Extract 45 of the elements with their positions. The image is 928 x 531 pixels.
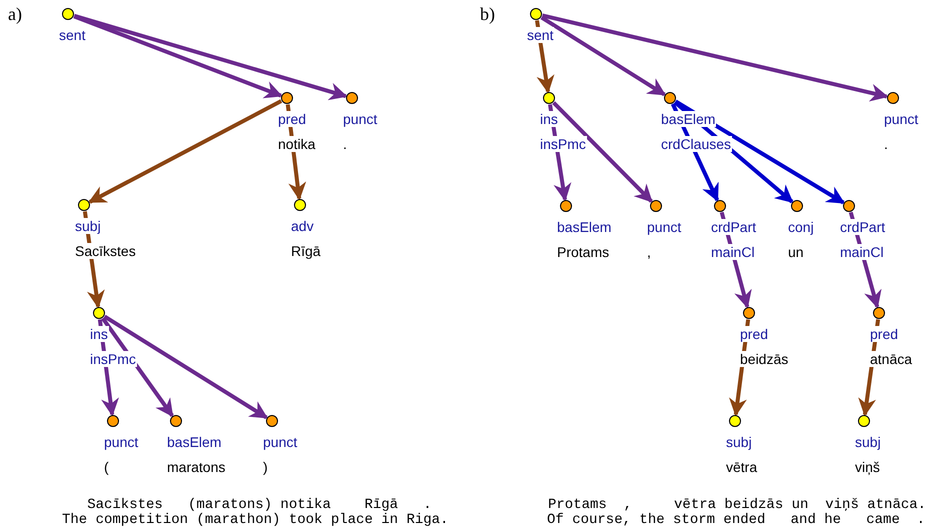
relation-label: subj [854,434,882,450]
relation-label: crdClauses [660,136,732,152]
word-label: viņš [854,459,881,475]
relation-label: subj [725,434,753,450]
dependency-arrow [73,14,283,98]
relation-label: ins [539,111,559,127]
translation-text: Of course, the storm ended and he came . [547,513,926,528]
panel-label: a) [8,4,22,25]
relation-label: pred [739,326,770,342]
word-label: atnāca [869,351,914,367]
relation-label: pred [869,326,900,342]
word-label: ( [103,459,110,475]
relation-label: mainCl [710,244,756,260]
sentence-text: Protams , vētra beidzās un viņš atnāca. [548,498,926,513]
dependency-arrow [74,14,348,100]
relation-label: subj [74,218,102,234]
relation-label: mainCl [839,244,885,260]
dependency-arrow [103,314,268,420]
word-label: notika [277,136,316,152]
relation-label: insPmc [539,136,587,152]
dependency-arrow [101,317,174,418]
dependency-arrow [88,99,282,204]
relation-label: conj [787,219,815,235]
dependency-arrow [674,100,845,204]
word-label: Sacīkstes [74,243,137,259]
relation-label: basElem [166,434,222,450]
relation-label: adv [290,218,315,234]
relation-label: crdPart [710,219,758,235]
relation-label: basElem [660,111,716,127]
word-label: beidzās [739,351,790,367]
word-label: ) [262,459,269,475]
word-label: Protams [556,244,610,260]
dependency-arrow [552,101,653,203]
sentence-text: Sacīkstes (maratons) notika Rīgā . [86,498,432,513]
dependency-arrow [540,16,666,96]
dependency-arrow [542,14,888,102]
relation-label: ins [89,326,109,342]
relation-label: crdPart [839,219,886,235]
relation-label: sent [526,27,554,43]
relation-label: insPmc [89,351,137,367]
word-label: Rīgā [290,243,322,259]
panel-label: b) [480,4,495,25]
relation-label: basElem [556,219,612,235]
relation-label: pred [277,111,308,127]
translation-text: The competition (marathon) took place in Riga. [62,513,448,528]
